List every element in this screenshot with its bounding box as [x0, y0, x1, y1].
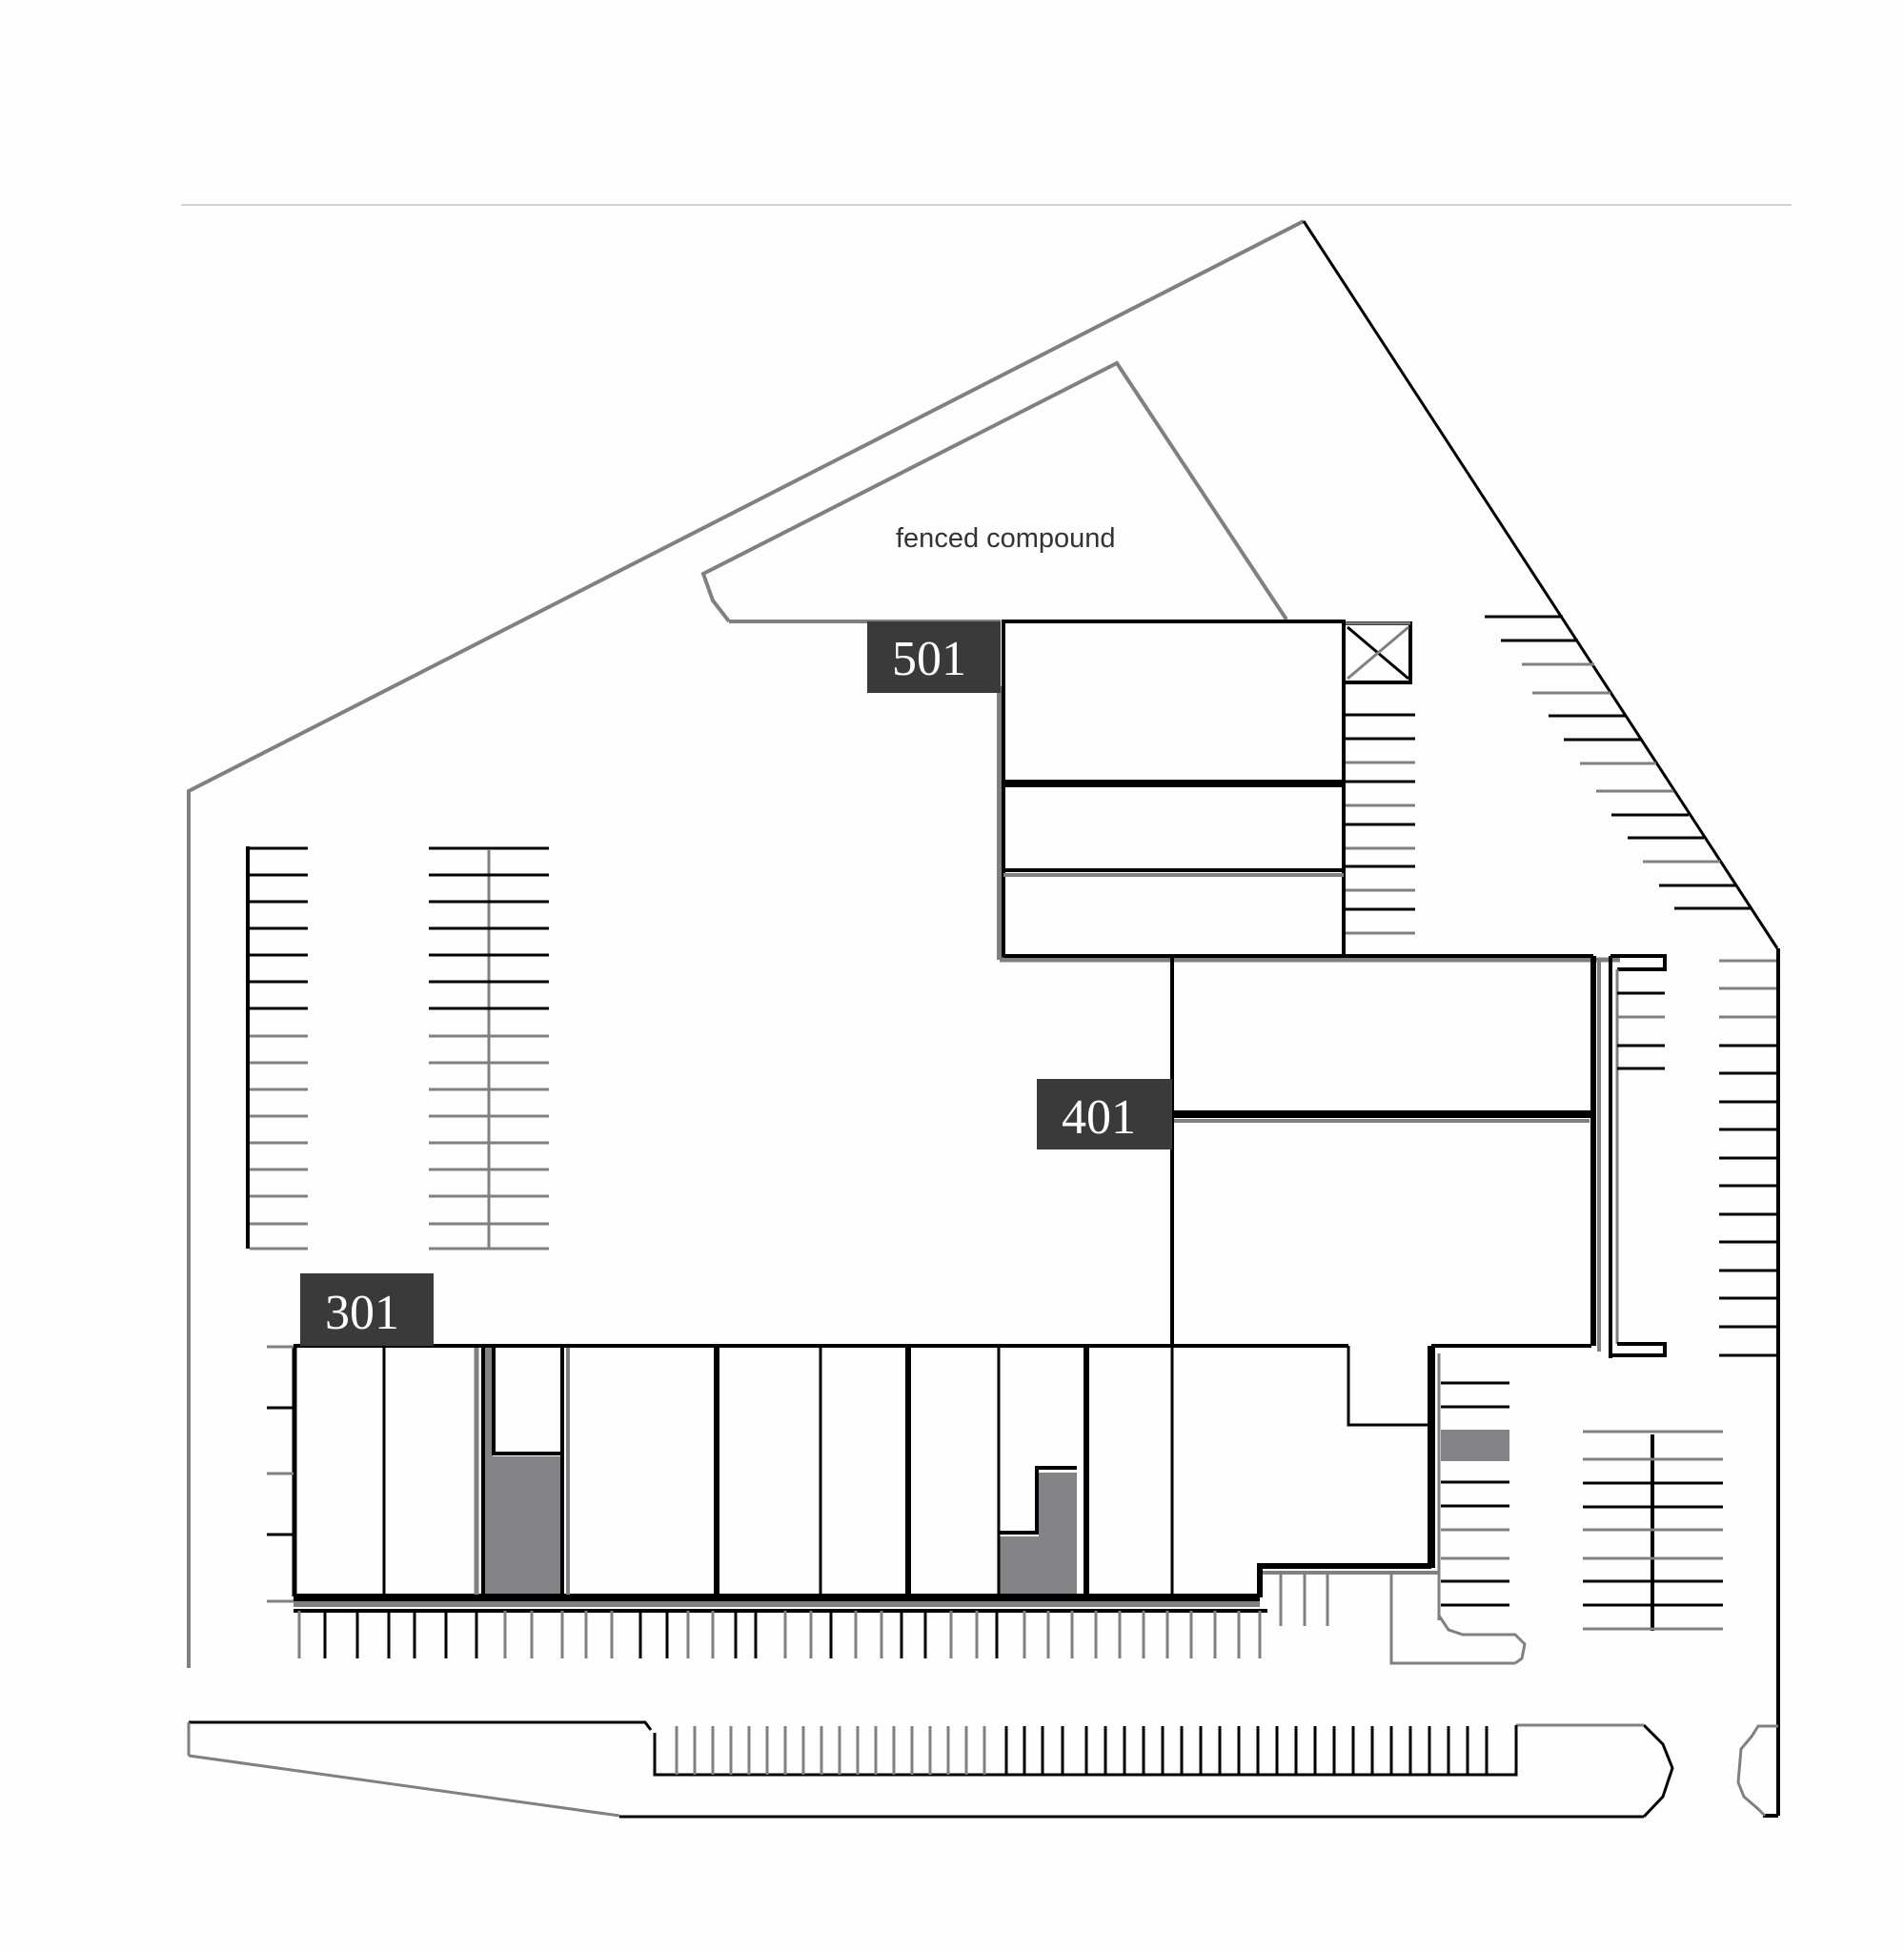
building-501[interactable] — [997, 620, 1620, 963]
parking-row-southeast — [1583, 1430, 1723, 1631]
svg-text:401: 401 — [1062, 1090, 1136, 1145]
parking-stubs-301-west — [267, 1345, 294, 1603]
building-401[interactable] — [1003, 954, 1667, 1358]
shaded-stall — [1441, 1430, 1509, 1461]
south-drive — [187, 1720, 1778, 1819]
parking-row-south-drive — [675, 1726, 1489, 1775]
shaded-area-2 — [999, 1473, 1077, 1595]
parking-row-501-east — [1346, 713, 1415, 935]
mechanical-x-icon — [1342, 621, 1412, 684]
unit-label-301[interactable]: 301 — [300, 1273, 434, 1346]
parking-row-301-east — [1437, 1353, 1509, 1620]
curb-island — [1389, 1575, 1527, 1665]
parking-row-east — [1719, 959, 1776, 1357]
parking-row-west-a — [246, 846, 308, 1250]
parking-row-west-b — [429, 846, 549, 1250]
unit-label-501[interactable]: 501 — [867, 621, 1001, 693]
property-boundary — [187, 219, 1780, 1818]
svg-text:301: 301 — [325, 1286, 399, 1340]
shaded-area-1 — [483, 1346, 560, 1595]
unit-label-401[interactable]: 401 — [1037, 1079, 1172, 1149]
fenced-compound-label: fenced compound — [896, 523, 1116, 554]
building-301[interactable] — [292, 1344, 1591, 1613]
svg-text:501: 501 — [892, 632, 966, 686]
parking-row-301-south — [297, 1575, 1329, 1658]
fenced-compound: fenced compound — [700, 360, 1288, 623]
parking-row-northeast — [1485, 615, 1752, 910]
